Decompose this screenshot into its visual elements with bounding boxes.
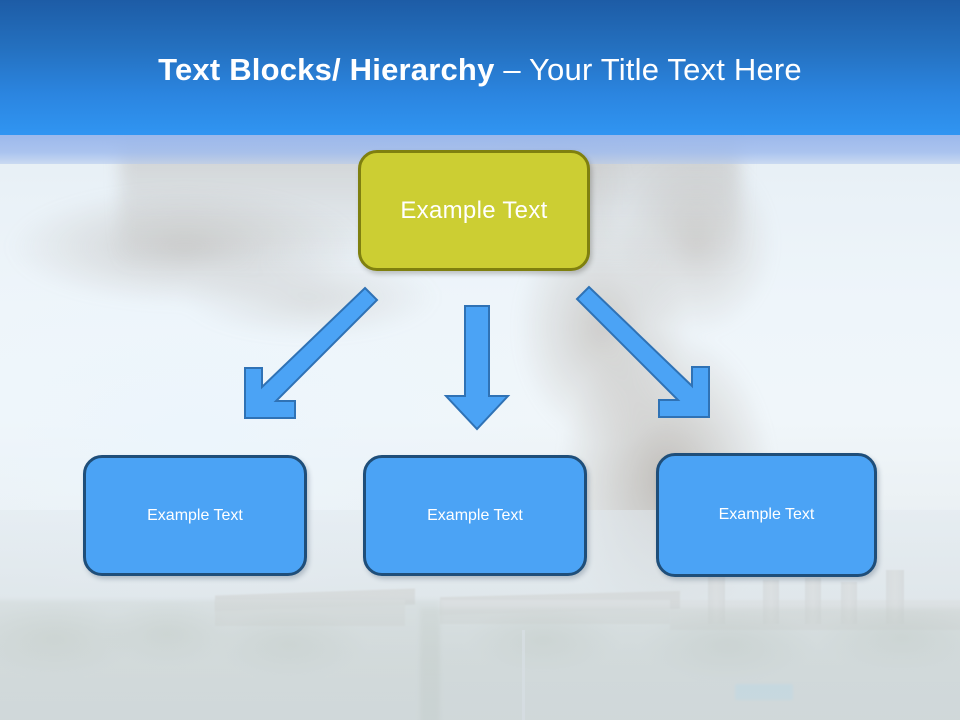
hierarchy-root-node[interactable]: Example Text	[358, 150, 590, 271]
hierarchy-child-node-2-label: Example Text	[427, 506, 523, 524]
hierarchy-child-node-3[interactable]: Example Text	[656, 453, 877, 577]
page-title-bold-part: Text Blocks/ Hierarchy	[158, 52, 504, 87]
page-title-separator: –	[503, 52, 530, 87]
title-banner	[0, 0, 960, 135]
page-title: Text Blocks/ Hierarchy – Your Title Text…	[0, 50, 960, 90]
hierarchy-child-node-2[interactable]: Example Text	[363, 455, 587, 576]
hierarchy-root-node-label: Example Text	[400, 196, 548, 224]
hierarchy-child-node-1-label: Example Text	[147, 506, 243, 524]
hierarchy-child-node-3-label: Example Text	[718, 506, 815, 523]
hierarchy-child-node-1[interactable]: Example Text	[83, 455, 307, 576]
page-title-normal-part: Your Title Text Here	[529, 52, 802, 87]
